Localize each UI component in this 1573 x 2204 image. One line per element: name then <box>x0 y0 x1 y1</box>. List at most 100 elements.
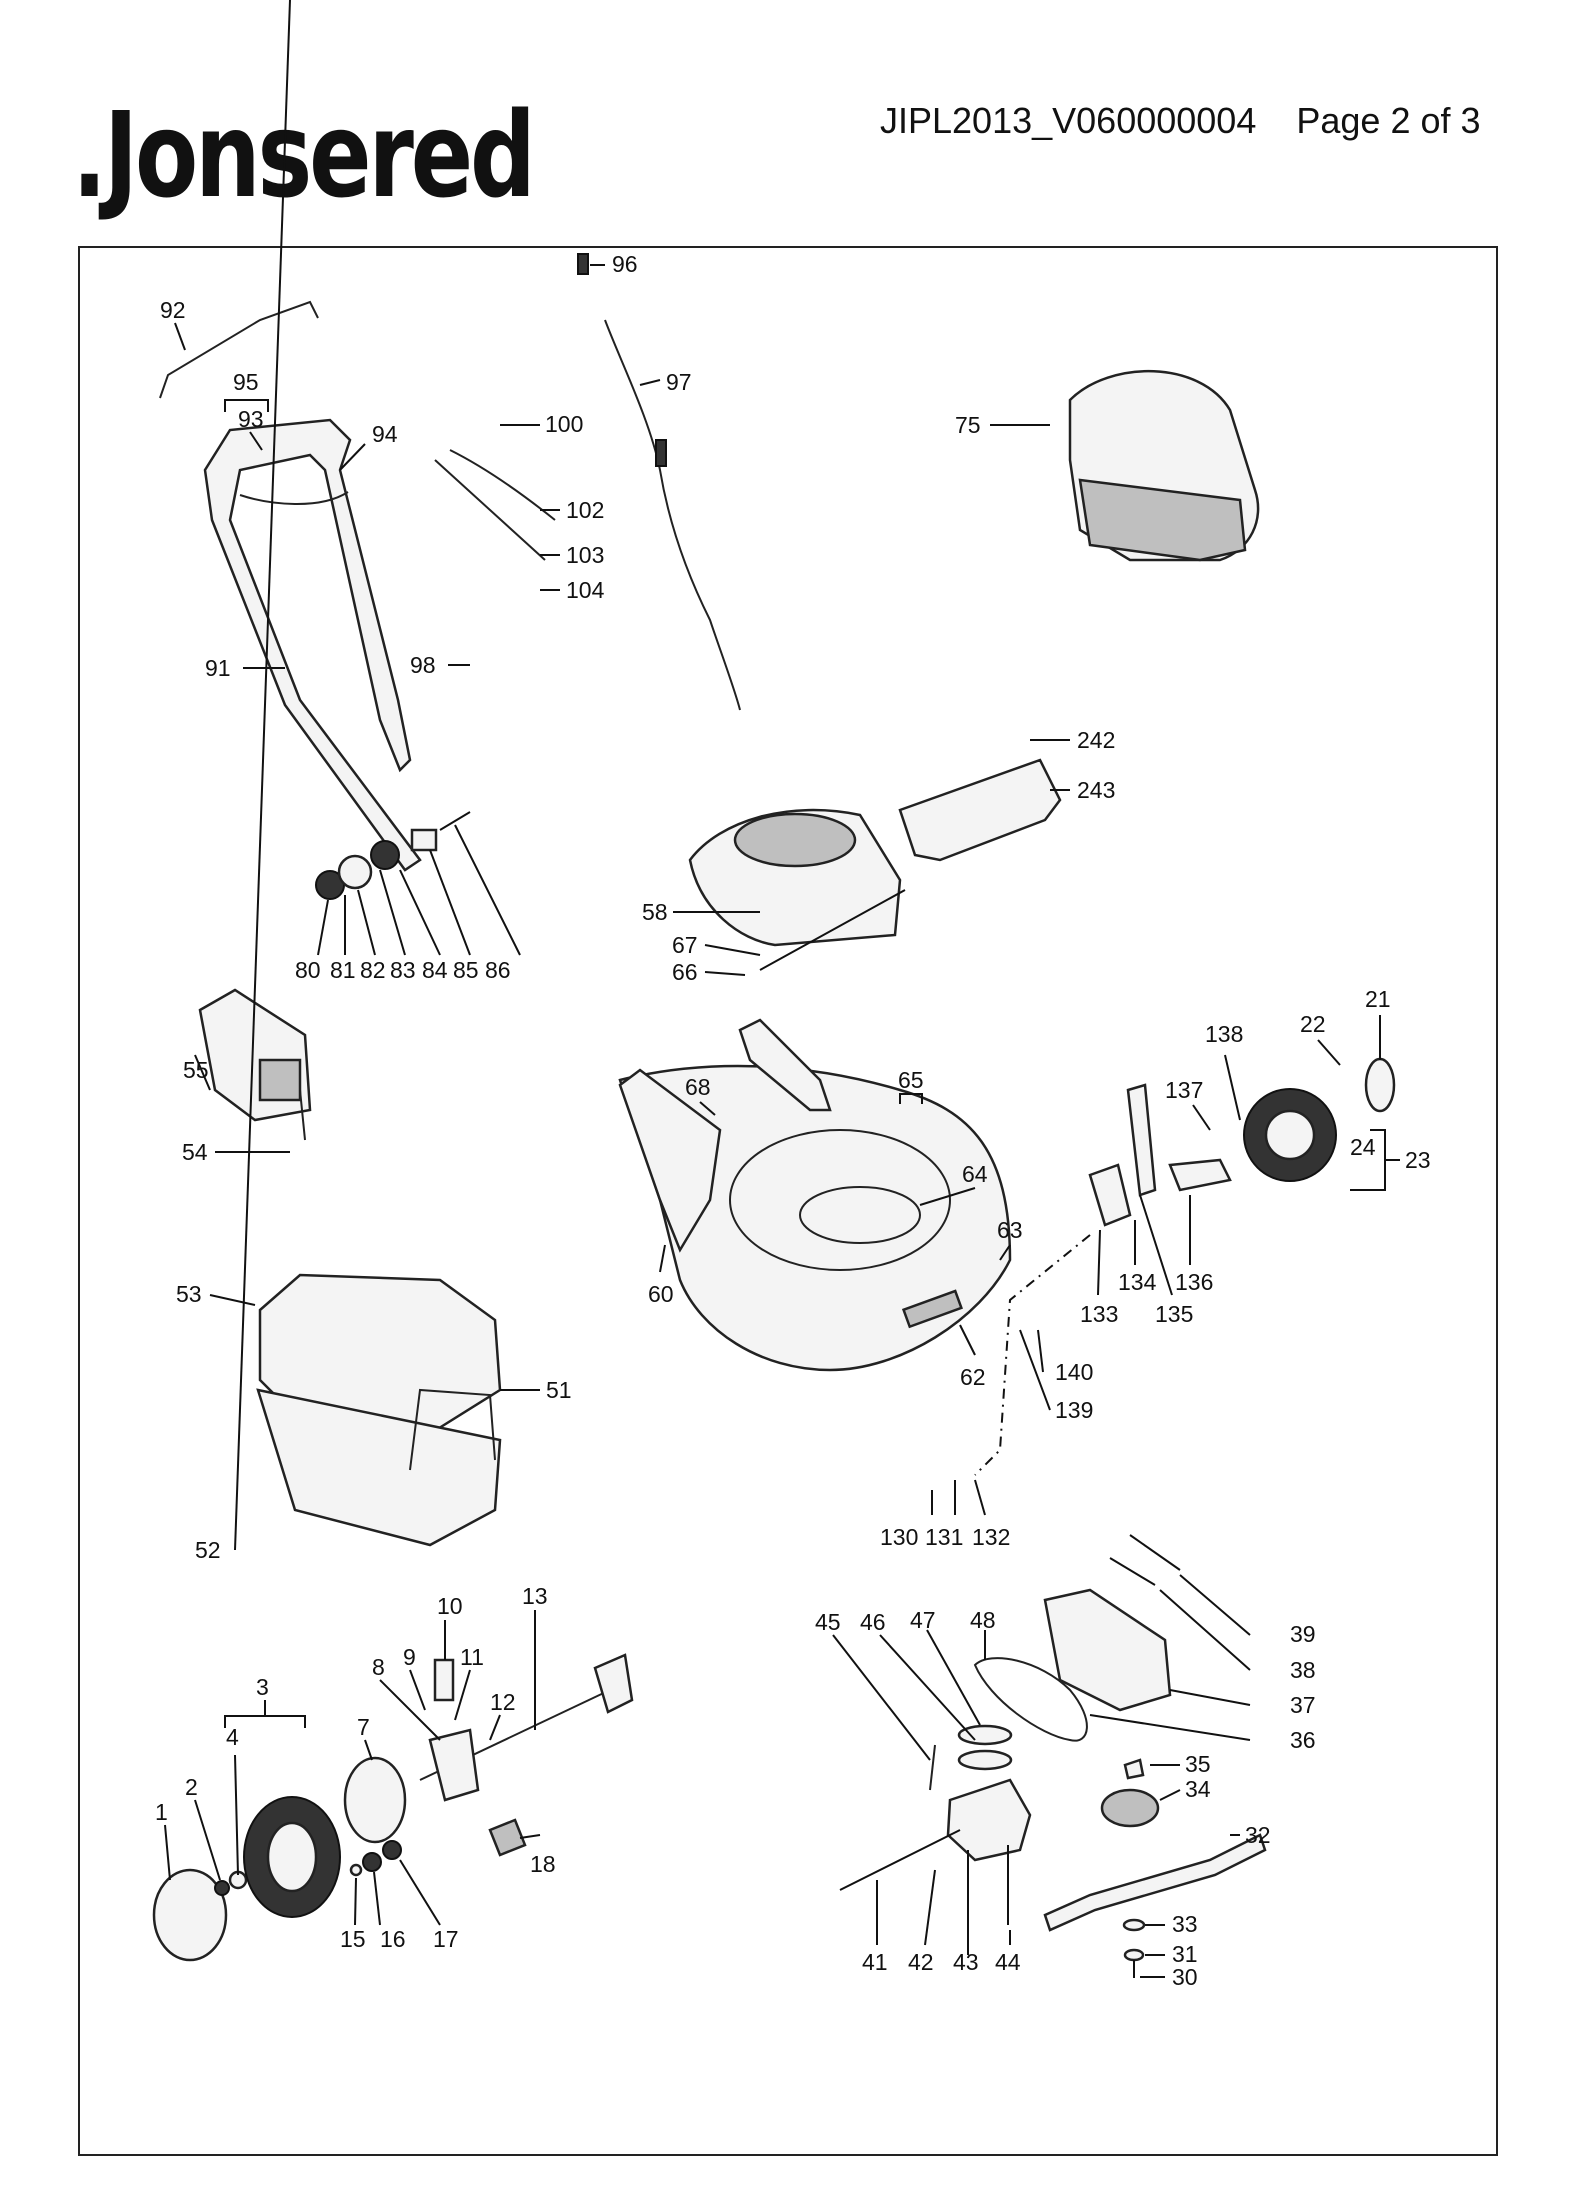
gearbox-shaft <box>839 1829 961 1891</box>
callout-label: 75 <box>955 412 981 438</box>
callout-label: 104 <box>566 577 605 603</box>
rear-lever-plate <box>433 1658 455 1702</box>
callout-label: 130 <box>880 1524 918 1550</box>
diagram-frame <box>78 246 1498 2156</box>
leader-82 <box>357 889 376 956</box>
leader-80 <box>317 899 329 956</box>
callout-label: 95 <box>233 369 259 395</box>
leader-9 <box>409 1669 426 1711</box>
cable-fitting <box>655 439 667 467</box>
leader-7 <box>364 1739 373 1761</box>
callout-label: 80 <box>295 957 321 983</box>
callout-label: 17 <box>433 1926 459 1952</box>
callout-label: 68 <box>685 1074 711 1100</box>
leader-8 <box>379 1679 441 1741</box>
callout-label: 1 <box>155 1799 168 1825</box>
callout-label: 8 <box>372 1654 385 1680</box>
deck-dome <box>729 1129 951 1271</box>
callout-label: 3 <box>256 1674 269 1700</box>
callout-label: 242 <box>1077 727 1115 753</box>
callout-label: 83 <box>390 957 416 983</box>
callout-label: 36 <box>1290 1727 1316 1753</box>
leader-60 <box>659 1244 666 1273</box>
leader-55 <box>194 1054 211 1091</box>
belt-guard <box>1043 1588 1172 1712</box>
leader-67 <box>704 944 761 956</box>
catcher-frame <box>409 1388 496 1471</box>
callout-label: 47 <box>910 1607 936 1633</box>
callout-label: 30 <box>1172 1964 1198 1990</box>
callout-label: 97 <box>666 369 692 395</box>
blade-bolt-washer <box>1123 1948 1145 1962</box>
callout-label: 140 <box>1055 1359 1093 1385</box>
front-height-plate <box>1088 1163 1132 1227</box>
callout-label: 102 <box>566 497 604 523</box>
callout-label: 51 <box>546 1377 572 1403</box>
callout-label: 4 <box>226 1724 239 1750</box>
rear-gear-b <box>382 1840 402 1860</box>
callout-label: 62 <box>960 1364 986 1390</box>
rear-wheel-cover <box>343 1756 407 1844</box>
callout-label: 55 <box>183 1057 209 1083</box>
callout-label: 41 <box>862 1949 888 1975</box>
callout-label: 100 <box>545 411 583 437</box>
leader-53 <box>209 1294 256 1306</box>
front-wheel-hub <box>1264 1109 1316 1161</box>
callout-label: 137 <box>1165 1077 1203 1103</box>
leader-lines <box>164 0 1400 1978</box>
gearbox-pulley-bottom <box>957 1749 1013 1771</box>
rear-gear-a <box>362 1852 382 1872</box>
document-ref: JIPL2013_V060000004 <box>880 100 1257 141</box>
blade-washer <box>1122 1918 1146 1932</box>
leader-135 <box>1139 1194 1173 1296</box>
callout-label: 37 <box>1290 1692 1316 1718</box>
leader-24-23 <box>1350 1129 1400 1191</box>
callout-label: 64 <box>962 1161 988 1187</box>
callout-label: 54 <box>182 1139 208 1165</box>
leader-2 <box>194 1799 221 1881</box>
deck-centerline <box>974 1234 1091 1476</box>
leader-37 <box>1169 1689 1251 1706</box>
leader-18 <box>519 1834 541 1839</box>
callout-label: 135 <box>1155 1301 1193 1327</box>
mulch-rod <box>759 889 906 971</box>
rear-knob <box>488 1818 527 1857</box>
leader-65 <box>899 1093 923 1104</box>
lever-cable <box>449 449 556 521</box>
callout-label: 136 <box>1175 1269 1213 1295</box>
blade-key <box>1123 1758 1145 1780</box>
leader-85 <box>429 849 471 956</box>
leader-93 <box>249 431 263 451</box>
callout-label: 86 <box>485 957 511 983</box>
callout-label: 34 <box>1185 1776 1211 1802</box>
callout-label: 43 <box>953 1949 979 1975</box>
leader-36 <box>1089 1714 1251 1741</box>
callout-label: 32 <box>1245 1822 1271 1848</box>
leader-17 <box>399 1859 441 1926</box>
leader-22 <box>1317 1039 1341 1066</box>
rear-flap <box>898 758 1062 862</box>
flap-cutout <box>258 1058 302 1102</box>
callout-label: 52 <box>195 1537 221 1563</box>
adjuster-bracket <box>410 828 438 852</box>
callout-label: 133 <box>1080 1301 1118 1327</box>
gearbox-housing <box>946 1778 1032 1862</box>
callout-label: 82 <box>360 957 386 983</box>
rear-pin <box>349 1863 363 1877</box>
callout-label: 24 <box>1350 1134 1376 1160</box>
drive-belt <box>973 1657 1088 1742</box>
callout-label: 81 <box>330 957 356 983</box>
front-hubcap <box>1364 1057 1396 1113</box>
leader-133 <box>1097 1229 1101 1296</box>
adjuster-bolt <box>439 811 471 831</box>
leader-84 <box>399 869 441 956</box>
guard-strip-b <box>1109 1557 1156 1586</box>
leader-140 <box>1037 1329 1044 1373</box>
leader-64 <box>919 1187 976 1206</box>
callout-label: 46 <box>860 1609 886 1635</box>
leader-62 <box>959 1324 976 1356</box>
leader-132 <box>974 1479 986 1516</box>
callout-label: 131 <box>925 1524 963 1550</box>
gearbox-pulley-top <box>957 1724 1013 1746</box>
